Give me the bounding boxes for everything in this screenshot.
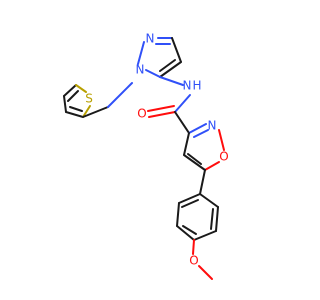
label-pyrazole-n1: N [136,63,145,77]
bond-iso-c4-c3 [183,132,190,156]
label-amide-n: N [183,79,192,93]
bond-thio-c3-c4 [63,95,67,113]
bond-ph-1-2-double [181,199,199,208]
bond-iso-c5-c4 [183,154,206,171]
bond-c5-n1 [145,69,161,78]
bond-thio-c2-c3-double [67,90,79,102]
isoxazole-ring [183,123,225,171]
bond-o-ch3 [198,265,213,280]
bond-iso-phenyl [199,169,206,195]
molecule-diagram: N N S N H O N O O [63,32,229,280]
methoxy-group [192,239,213,280]
bond-thio-ch2 [82,106,109,118]
thiophene-ring [63,84,91,118]
methylene-linker [82,82,133,118]
atom-labels: N N S N H O N O O [85,32,229,268]
structure-svg: N N S N H O N O O [63,32,229,280]
bond-ph-1-2 [178,193,201,204]
label-isoxazole-o: O [219,150,228,164]
label-methoxy-o: O [189,254,198,268]
bond-thio-s-c2 [75,84,87,93]
bond-ph-3-4 [176,225,195,241]
label-thiophene-s: S [85,92,93,106]
bond-c5-nh [159,76,184,86]
bond-c4-c5 [159,61,182,78]
bond-nh-carbonyl-c [174,94,191,113]
bond-iso-n-o [218,129,225,151]
bond-ph-o [192,239,195,255]
bond-c3-c4 [171,37,182,63]
bond-ph-3-4-double [182,225,197,235]
label-isoxazole-n: N [208,119,217,133]
bond-ph-5-6-double [210,208,214,230]
bond-thio-s-c5 [82,105,91,118]
bond-iso-c3-n-double [193,129,209,138]
bond-c4-c5-double [159,59,176,72]
label-amide-h: H [192,79,201,93]
bond-carbonyl-isoxazole [174,111,190,134]
bond-ch2-n1 [107,82,133,108]
phenyl-ring [176,169,219,241]
label-pyrazole-n2: N [146,32,155,46]
bond-ph-6-1 [199,193,219,208]
bond-carbonyl-o [148,111,176,118]
amide-group [147,76,191,134]
bond-iso-c5-c4-double [187,153,202,165]
bond-ph-5-6 [215,206,219,232]
bond-carbonyl-o-double [147,105,175,112]
bond-thio-c4-c5 [65,111,84,118]
label-carbonyl-o: O [137,107,146,121]
bond-n1-n2 [137,41,145,65]
pyrazole-ring [137,37,182,78]
bond-ph-4-5 [193,230,217,241]
bond-thio-c2-c3 [63,84,77,97]
bond-ph-2-3 [176,202,180,227]
bond-thio-c4-c5-double [69,106,83,112]
bond-iso-c3-n [188,123,207,134]
bond-iso-o-c5 [204,161,220,171]
